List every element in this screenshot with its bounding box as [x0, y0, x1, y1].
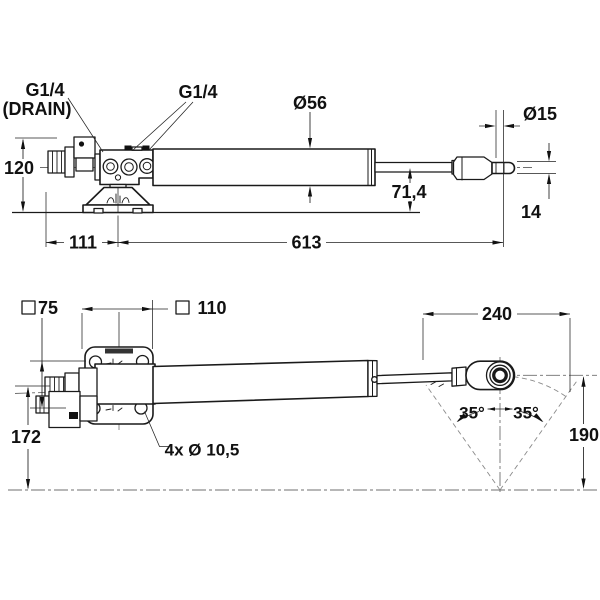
label-drain-line2: (DRAIN) — [3, 99, 72, 119]
dim-rod-end-diameter-text: Ø15 — [523, 104, 557, 124]
dim-body-square: 75 — [21, 298, 86, 409]
bracket-screw — [78, 141, 85, 147]
dim-foot-offset-text: 111 — [69, 233, 97, 253]
dim-rod-end-width-text: 14 — [521, 202, 541, 222]
piston-rod — [374, 161, 453, 173]
dim-mount-height-text: 172 — [11, 427, 41, 447]
dim-body-square-text: 75 — [38, 298, 58, 318]
dim-overall-length: 613 — [118, 233, 503, 253]
dim-rod-end-diameter: Ø15 — [479, 104, 557, 247]
dim-flange-square-text: 110 — [197, 298, 226, 318]
dim-angle-right-text: 35° — [513, 404, 539, 423]
label-drain-line1: G1/4 — [25, 80, 64, 100]
label-bolt-holes-text: 4x Ø 10,5 — [165, 441, 240, 460]
bolt-holes-leader — [144, 411, 169, 447]
tube-end-cap — [367, 148, 372, 186]
bleed-screw — [114, 174, 122, 181]
cylinder-head-block — [94, 363, 156, 405]
pump-body — [64, 146, 75, 178]
dim-axis-height-text: 71,4 — [391, 182, 426, 202]
ball-joint-eye — [492, 367, 508, 384]
pump-assembly — [47, 136, 101, 181]
ball-joint — [465, 360, 516, 391]
side-view: 120 Ø56 Ø15 14 — [3, 80, 558, 253]
pump-assembly-plan — [35, 367, 98, 429]
dim-cylinder-diameter-text: Ø56 — [293, 93, 327, 113]
port-leader-lines — [132, 101, 194, 151]
cylinder-tube — [152, 148, 376, 187]
label-bolt-holes: 4x Ø 10,5 — [144, 411, 240, 460]
dim-foot-offset: 111 — [45, 192, 119, 253]
label-port-text: G1/4 — [178, 82, 217, 102]
dim-height-text: 120 — [4, 158, 34, 178]
label-drain-port: G1/4 (DRAIN) — [3, 80, 104, 153]
dim-cylinder-diameter: Ø56 — [293, 93, 327, 203]
plan-view: 75 110 240 172 — [8, 298, 599, 492]
pump-knob — [47, 150, 66, 174]
port-center — [120, 158, 138, 176]
cylinder-tube-plan — [152, 359, 369, 405]
dim-swing-width-text: 240 — [482, 304, 512, 324]
dim-axis-height: 71,4 — [391, 168, 427, 212]
flange-slot — [105, 348, 133, 354]
valve-detail — [69, 412, 78, 419]
pump-bracket — [73, 136, 96, 159]
rod-end-nut — [452, 156, 493, 181]
dim-swing-radius: 190 — [569, 376, 599, 489]
swing-arc — [513, 376, 567, 397]
dim-overall-length-text: 613 — [291, 233, 321, 253]
square-symbol — [175, 300, 190, 315]
dim-flange-square: 110 — [81, 298, 227, 349]
dim-rod-end-width: 14 — [517, 143, 556, 222]
swing-envelope — [425, 376, 579, 491]
rod-nut-plan — [451, 366, 467, 387]
top-port-right — [142, 145, 150, 151]
dim-swing-radius-text: 190 — [569, 425, 599, 445]
mounting-foot — [82, 186, 154, 214]
dim-mount-height: 172 — [11, 385, 50, 490]
dim-swing-angles: 35° 35° — [456, 404, 544, 423]
swing-limit-lines — [425, 379, 579, 491]
dim-angle-left-text: 35° — [459, 404, 485, 423]
label-pressure-ports: G1/4 — [132, 82, 218, 151]
port-drain — [102, 158, 119, 175]
port-right — [139, 158, 155, 174]
dim-swing-width: 240 — [422, 304, 571, 392]
drain-leader-line — [67, 97, 104, 153]
top-port-left — [124, 145, 132, 151]
dim-height: 120 — [4, 137, 57, 212]
square-symbol — [21, 300, 36, 315]
